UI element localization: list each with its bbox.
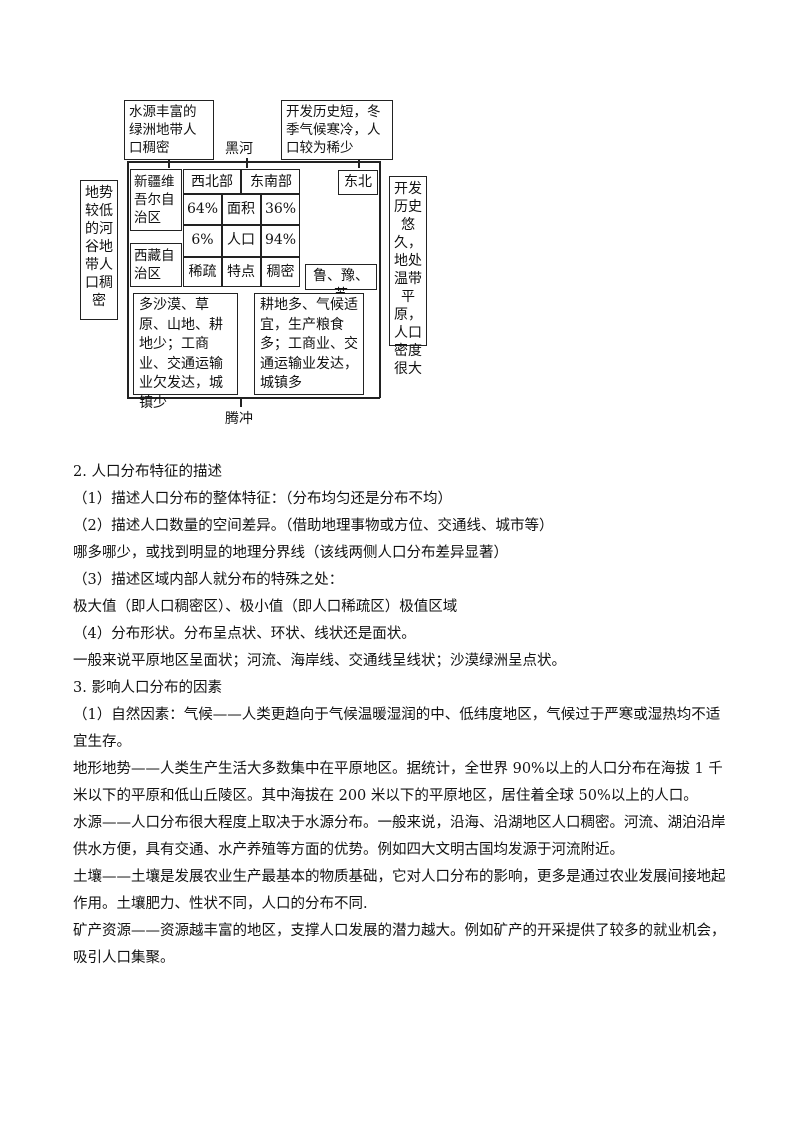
table-cell: 64% [186, 201, 219, 217]
paragraph: （4）分布形状。分布呈点状、环状、线状还是面状。 [73, 626, 416, 642]
paragraph: （1）描述人口分布的整体特征：（分布均匀还是分布不均） [73, 491, 452, 507]
callout-oasis-pointer [168, 160, 170, 168]
table-header-divider [240, 169, 242, 193]
table-row-divider-2 [183, 224, 300, 226]
section-heading: 2. 人口分布特征的描述 [73, 464, 222, 480]
paragraph: 极大值（即人口稠密区）、极小值（即人口稀疏区）极值区域 [73, 599, 458, 615]
callout-valley: 地势较低的河谷地带人口稠密 [80, 180, 118, 320]
comparison-table [183, 169, 300, 287]
table-cell: 特点 [227, 264, 255, 280]
city-heihe: 黑河 [225, 141, 253, 157]
paragraph: （1）自然因素：气候——人类更趋向于气候温暖湿润的中、低纬度地区，气候过于严寒或… [73, 707, 721, 750]
frame-right [379, 161, 381, 398]
section-heading: 3. 影响人口分布的因素 [73, 680, 222, 696]
table-row-divider-1 [183, 193, 300, 195]
callout-plain: 开发历史悠久，地处温带平原，人口密度很大 [389, 176, 427, 377]
table-cell: 36% [264, 201, 297, 217]
callout-history-pointer [358, 160, 360, 168]
frame-left [127, 161, 129, 398]
table-cell: 稀疏 [188, 264, 217, 280]
table-cell: 稠密 [266, 264, 295, 280]
population-diagram: 水源丰富的绿洲地带人口稠密 开发历史短，冬季气候寒冷，人口较为稀少 黑河 地势较… [0, 0, 800, 440]
callout-oasis: 水源丰富的绿洲地带人口稠密 [124, 100, 214, 160]
paragraph: （3）描述区域内部人就分布的特殊之处： [73, 572, 344, 588]
frame-bottom [127, 397, 380, 399]
table-cell: 面积 [227, 201, 255, 217]
paragraph: 哪多哪少，或找到明显的地理分界线（该线两侧人口分布差异显著） [73, 545, 508, 561]
table-row-divider-3 [183, 256, 300, 258]
paragraph: 土壤——土壤是发展农业生产最基本的物质基础，它对人口分布的影响，更多是通过农业发… [73, 869, 726, 912]
body-text: 2. 人口分布特征的描述 （1）描述人口分布的整体特征：（分布均匀还是分布不均）… [73, 459, 733, 972]
paragraph: 矿产资源——资源越丰富的地区，支撑人口发展的潜力越大。例如矿产的开采提供了较多的… [73, 923, 726, 966]
city-tengchong: 腾冲 [225, 411, 253, 427]
table-cell: 94% [264, 232, 297, 248]
region-lu-yu-su: 鲁、豫、苏 [305, 264, 377, 303]
table-col-divider-2 [260, 193, 262, 287]
frame-top [127, 161, 380, 163]
paragraph: 水源——人口分布很大程度上取决于水源分布。一般来说，沿海、沿湖地区人口稠密。河流… [73, 815, 726, 858]
callout-northeast-history: 开发历史短，冬季气候寒冷，人口较为稀少 [281, 100, 393, 160]
table-col-divider-1 [221, 193, 223, 287]
southeast-description: 耕地多、气候适宜，生产粮食多；工商业、交通运输业发达，城镇多 [254, 293, 364, 395]
region-xinjiang: 新疆维吾尔自治区 [130, 169, 182, 231]
table-header-northwest: 西北部 [191, 174, 233, 190]
region-tibet: 西藏自治区 [130, 243, 182, 287]
table-cell: 6% [191, 232, 214, 248]
northwest-description: 多沙漠、草原、山地、耕地少；工商业、交通运输业欠发达，城镇少 [133, 293, 238, 411]
paragraph: （2）描述人口数量的空间差异。（借助地理事物或方位、交通线、城市等） [73, 518, 554, 534]
region-northeast: 东北 [338, 170, 378, 195]
table-header-southeast: 东南部 [250, 174, 292, 190]
table-cell: 人口 [227, 232, 255, 248]
heihe-tick [246, 158, 248, 168]
tengchong-tick [240, 397, 242, 407]
paragraph: 一般来说平原地区呈面状；河流、海岸线、交通线呈线状；沙漠绿洲呈点状。 [73, 653, 566, 669]
paragraph: 地形地势——人类生产生活大多数集中在平原地区。据统计，全世界 90%以上的人口分… [73, 761, 723, 804]
